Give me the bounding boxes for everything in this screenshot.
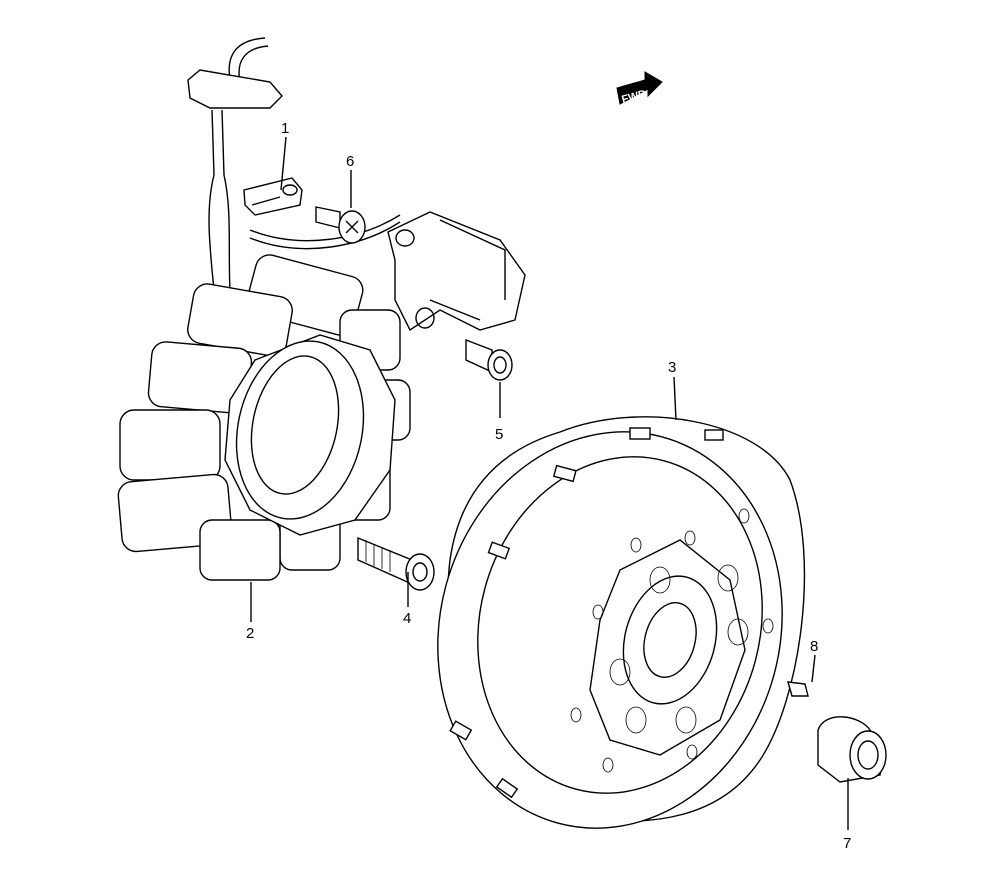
callout-8: 8 (810, 638, 818, 655)
callout-1: 1 (281, 120, 289, 137)
part-4-bolt (357, 536, 435, 591)
part-6-screw (315, 206, 366, 244)
part-2-stator (117, 254, 411, 581)
callout-2: 2 (246, 625, 254, 642)
fwd-arrow-icon: FWD (616, 71, 663, 106)
callout-3: 3 (668, 359, 676, 376)
pickup-coil (387, 211, 526, 332)
part-5-bolt (465, 338, 513, 381)
part-7-nut (817, 716, 887, 783)
callout-5: 5 (495, 426, 503, 443)
callout-leaders (250, 136, 849, 830)
callout-7: 7 (843, 835, 851, 852)
part-1-wire-clamp (243, 177, 303, 216)
part-8-key (787, 681, 809, 697)
wire-harness (187, 37, 401, 301)
part-3-flywheel (437, 416, 806, 829)
callout-4: 4 (403, 610, 411, 627)
callout-6: 6 (346, 153, 354, 170)
